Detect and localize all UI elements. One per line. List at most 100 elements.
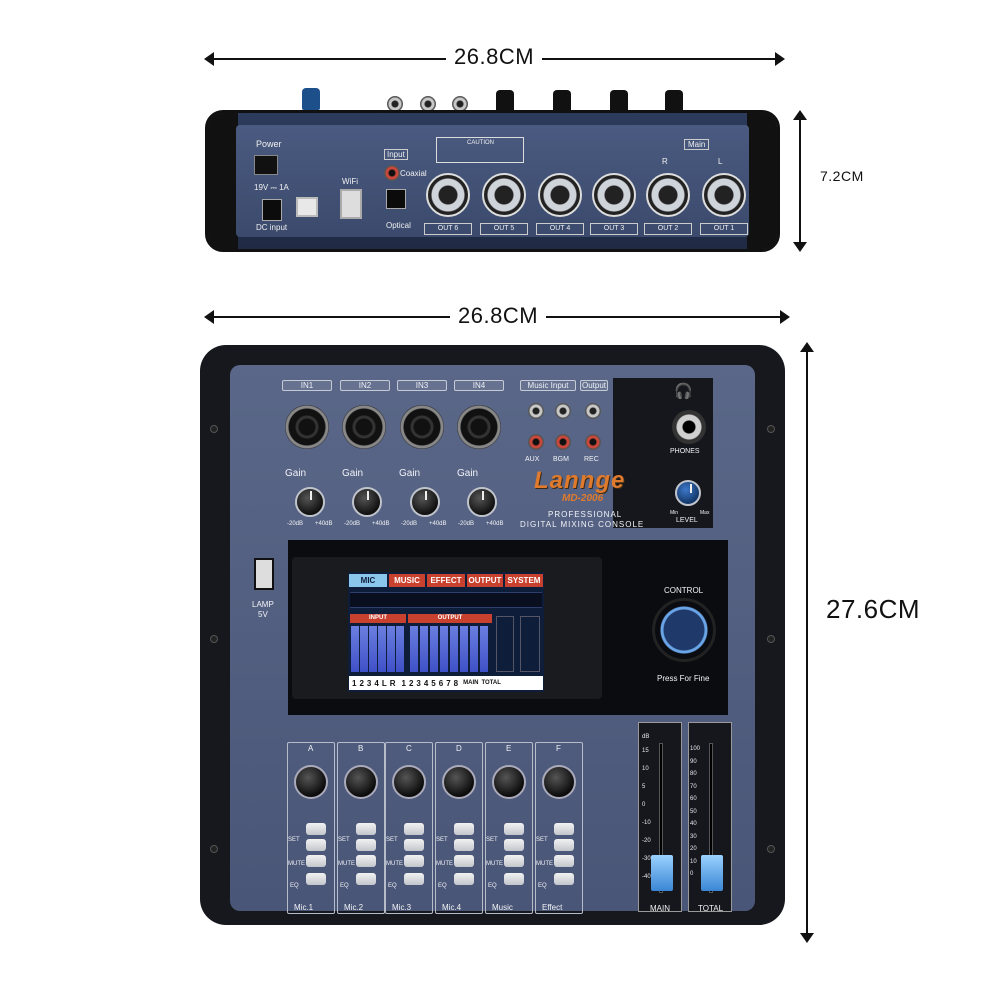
channel-knob[interactable] [492,765,526,799]
control-encoder[interactable] [652,598,716,662]
gain-knob-in1[interactable] [295,487,325,517]
mute-button[interactable] [356,855,376,867]
output-section-label: Output [580,380,608,391]
top-width-label: 26.8CM [450,303,547,329]
lcd-tab-system[interactable]: SYSTEM [505,574,543,587]
lcd-main-label: MAIN [463,680,479,686]
combo-input-jack [342,405,386,449]
mute-button[interactable] [404,855,424,867]
set-button[interactable] [504,823,524,835]
gain-min-label: -20dB [458,521,475,527]
channel-knob[interactable] [542,765,576,799]
lcd-out-ch: 6 [438,678,444,688]
mute-button[interactable] [306,855,326,867]
total-scale-tick: 40 [690,821,697,827]
lcd-tab-effect[interactable]: EFFECT [427,574,465,587]
lcd-out-ch: 3 [416,678,421,688]
side-screw [767,635,775,643]
channel-letter: A [308,744,314,753]
lcd-display[interactable]: MIC MUSIC EFFECT OUTPUT SYSTEM INPUT OUT… [348,572,544,692]
dc-spec-label: 19V ⎓ 1A [254,183,289,192]
total-scale-tick: 10 [690,858,697,865]
eq-button[interactable] [306,873,326,885]
total-scale-tick: 20 [690,846,697,852]
level-knob[interactable] [675,480,701,506]
set-button-2[interactable] [356,839,376,851]
output-label-4: OUT 4 [536,223,584,235]
phones-label: PHONES [670,448,700,455]
eq-button[interactable] [404,873,424,885]
input-label-in4: IN4 [454,380,504,391]
set-button-2[interactable] [554,839,574,851]
rear-height-dimension-line [793,110,807,252]
output-label-2: OUT 2 [644,223,692,235]
lcd-channel-row: 1 2 3 4 L R 1 2 3 4 5 6 7 8 MAIN TOTAL [349,676,543,690]
coaxial-jack [384,165,400,181]
total-fader-cap[interactable] [701,855,723,891]
total-fader-slot [709,743,713,893]
eq-button[interactable] [504,873,524,885]
side-screw [210,845,218,853]
bgm-label: BGM [553,456,569,463]
usb-b-port [296,197,318,217]
gain-knob-in2[interactable] [352,487,382,517]
level-max-label: Max [700,510,710,516]
total-scale-tick: 80 [690,771,697,777]
set-button-2[interactable] [504,839,524,851]
total-scale-tick: 50 [690,808,697,815]
gain-min-label: -20dB [401,521,418,527]
rec-rca-left [585,403,601,419]
lcd-total-label: TOTAL [481,680,501,686]
rear-panel-face: Power 19V ⎓ 1A DC input WiFi Input Coaxi… [236,125,749,237]
lcd-in-ch: R [389,678,396,688]
gain-max-label: +40dB [486,521,504,527]
subtitle-professional: PROFESSIONAL [548,510,623,519]
set-label: SET [536,837,548,843]
channel-knob[interactable] [344,765,378,799]
set-button[interactable] [356,823,376,835]
lcd-input-meter [387,626,395,672]
lamp-voltage-label: 5V [258,610,268,619]
gain-knob-in3[interactable] [410,487,440,517]
channel-knob[interactable] [392,765,426,799]
channel-knob[interactable] [442,765,476,799]
lcd-tab-mic[interactable]: MIC [349,574,387,587]
input-label-in3: IN3 [397,380,447,391]
music-input-label: Music Input [520,380,576,391]
set-button[interactable] [404,823,424,835]
set-button[interactable] [306,823,326,835]
lcd-output-meter [410,626,418,672]
set-button[interactable] [554,823,574,835]
power-switch[interactable] [254,155,278,175]
rear-top-knob [665,90,683,112]
lamp-usb-port [254,558,274,590]
mute-button[interactable] [554,855,574,867]
set-button[interactable] [454,823,474,835]
mute-button[interactable] [454,855,474,867]
caution-label: CAUTION [467,140,494,146]
lcd-out-ch: 2 [408,678,414,688]
aux-label: AUX [525,456,540,463]
eq-button[interactable] [356,873,376,885]
lcd-tab-output[interactable]: OUTPUT [467,574,503,587]
eq-button[interactable] [454,873,474,885]
set-button-2[interactable] [454,839,474,851]
mute-button[interactable] [504,855,524,867]
input-label-in1: IN1 [282,380,332,391]
eq-button[interactable] [554,873,574,885]
mute-label: MUTE [338,861,355,867]
side-screw [767,425,775,433]
main-fader-cap[interactable] [651,855,673,891]
channel-knob[interactable] [294,765,328,799]
set-button-2[interactable] [404,839,424,851]
set-button-2[interactable] [306,839,326,851]
xlr-output-jack [646,173,690,217]
main-fader-section [638,722,682,912]
gain-knob-in4[interactable] [467,487,497,517]
lcd-output-meter [430,626,438,672]
lcd-tab-music[interactable]: MUSIC [389,574,425,587]
lcd-output-header: OUTPUT [408,614,492,623]
set-label: SET [288,837,300,843]
